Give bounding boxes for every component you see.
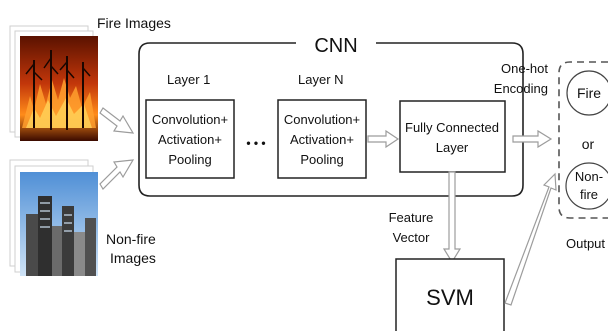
one-hot-label-line2: Encoding xyxy=(494,81,548,96)
output-fire-label: Fire xyxy=(577,85,601,101)
layer-n-label: Layer N xyxy=(298,72,344,87)
fire-images-label: Fire Images xyxy=(97,15,171,31)
layer-to-fc-arrow xyxy=(367,129,400,149)
output-box: Fire or Non- fire xyxy=(558,61,608,219)
nonfire-image-stack xyxy=(9,159,98,276)
layer-n-line3: Pooling xyxy=(300,152,343,167)
fc-to-svm-arrow xyxy=(442,171,462,264)
output-fire-circle xyxy=(566,70,608,116)
layer-n-block: Convolution+ Activation+ Pooling xyxy=(277,99,367,179)
feature-vector-line2: Vector xyxy=(393,230,431,245)
output-or-label: or xyxy=(582,136,595,152)
cnn-title: CNN xyxy=(314,35,357,57)
fc-line1: Fully Connected xyxy=(405,120,499,135)
svm-label: SVM xyxy=(426,285,474,310)
output-nonfire-circle xyxy=(565,162,608,210)
layer-1-block: Convolution+ Activation+ Pooling xyxy=(145,99,235,179)
fully-connected-block: Fully Connected Layer xyxy=(399,100,506,173)
city-skyline-photo-icon xyxy=(20,172,98,276)
svm-to-output-arrow xyxy=(504,172,557,306)
layer-n-line2: Activation+ xyxy=(290,132,354,147)
output-nonfire-line2: fire xyxy=(580,187,598,202)
layer-ellipsis: • • • xyxy=(246,136,265,150)
layer-1-line2: Activation+ xyxy=(158,132,222,147)
nonfire-input-arrow xyxy=(99,159,135,190)
fire-image-stack xyxy=(9,25,98,141)
nonfire-images-label-line1: Non-fire xyxy=(106,231,156,247)
one-hot-label-line1: One-hot xyxy=(501,61,548,76)
output-label: Output xyxy=(566,236,605,251)
forest-fire-photo-icon xyxy=(20,36,98,141)
feature-vector-line1: Feature xyxy=(389,210,434,225)
layer-n-line1: Convolution+ xyxy=(284,112,360,127)
fc-line2: Layer xyxy=(436,140,469,155)
fc-to-output-arrow xyxy=(512,129,553,149)
svm-block: SVM xyxy=(395,258,505,336)
layer-1-line3: Pooling xyxy=(168,152,211,167)
nonfire-images-label-line2: Images xyxy=(110,250,156,266)
output-nonfire-line1: Non- xyxy=(575,169,603,184)
layer-1-label: Layer 1 xyxy=(167,72,210,87)
fire-input-arrow xyxy=(99,107,135,134)
layer-1-line1: Convolution+ xyxy=(152,112,228,127)
cnn-container xyxy=(138,42,524,197)
